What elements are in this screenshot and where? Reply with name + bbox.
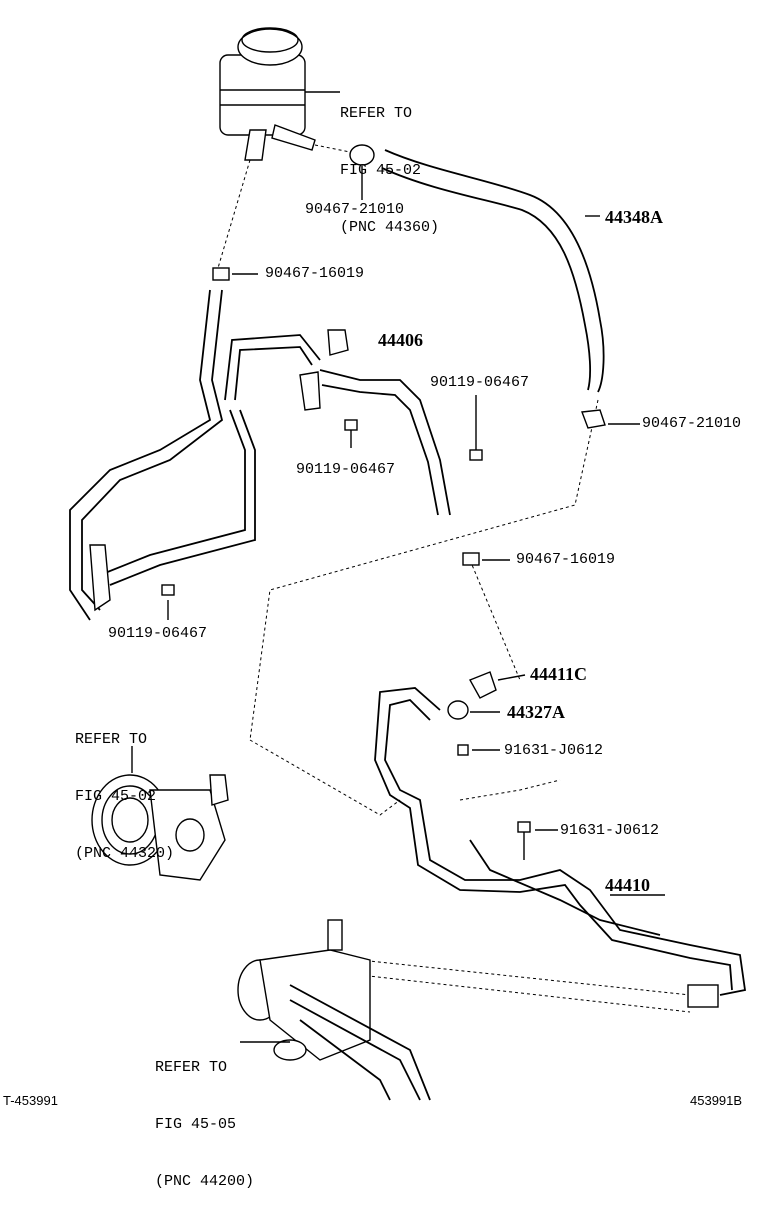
parts-diagram: REFER TO FIG 45-02 (PNC 44360) 90467-210…	[3, 27, 747, 1190]
diagram-drawing	[69, 27, 747, 1101]
clip-upper-left-part	[212, 267, 230, 281]
bolt-upper-right-label: 90119-06467	[430, 374, 530, 391]
pump-ref-label: REFER TO FIG 45-02 (PNC 44320)	[75, 692, 174, 882]
reservoir-part	[219, 27, 340, 161]
return-hose	[384, 149, 605, 393]
pump-part	[91, 774, 229, 881]
pump-ref-line-3: (PNC 44320)	[75, 845, 175, 862]
gear-ref-line-1: REFER TO	[155, 1059, 228, 1076]
gasket-label: 44327A	[507, 702, 565, 722]
bolt-upper-right-part	[469, 395, 483, 461]
clip-upper-left-label: 90467-16019	[265, 265, 365, 282]
hose-return-label: 44348A	[605, 207, 663, 227]
footer-left-code: T-453991	[3, 1093, 58, 1108]
reservoir-ref-line-3: (PNC 44360)	[340, 219, 440, 236]
reservoir-ref-label: REFER TO FIG 45-02 (PNC 44360)	[340, 66, 439, 256]
gear-ref-line-3: (PNC 44200)	[155, 1173, 255, 1190]
tube-assy-label: 44410	[605, 875, 650, 895]
bolt-upper-mid-label: 90119-06467	[296, 461, 396, 478]
tube-assy-line	[384, 699, 747, 996]
bolt-lower-2-label: 91631-J0612	[560, 822, 660, 839]
clamp-right-label: 90467-21010	[642, 415, 742, 432]
bolt-lower-1-label: 91631-J0612	[504, 742, 604, 759]
union-bolt-label: 44411C	[530, 664, 588, 684]
pressure-line-left	[69, 289, 212, 621]
footer-right-code: 453991B	[690, 1093, 743, 1108]
pump-ref-line-2: FIG 45-02	[75, 788, 157, 805]
clip-mid-right-part	[462, 552, 480, 566]
union-bolt-part	[469, 671, 497, 699]
gear-ref-line-2: FIG 45-05	[155, 1116, 237, 1133]
pump-ref-line-1: REFER TO	[75, 731, 148, 748]
bolt-left-label: 90119-06467	[108, 625, 208, 642]
reservoir-ref-line-2: FIG 45-02	[340, 162, 422, 179]
gasket-part	[447, 700, 469, 720]
clip-mid-right-label: 90467-16019	[516, 551, 616, 568]
bolt-left-part	[161, 584, 175, 620]
clamp-top-label: 90467-21010	[305, 201, 405, 218]
bolt-upper-mid-part	[344, 419, 358, 448]
hose-pressure-label: 44406	[378, 330, 423, 350]
gear-ref-label: REFER TO FIG 45-05 (PNC 44200)	[155, 1020, 254, 1210]
clamp-top-part	[349, 144, 375, 200]
reservoir-ref-line-1: REFER TO	[340, 105, 413, 122]
clamp-right-part	[581, 409, 606, 429]
steering-gear-part	[237, 919, 431, 1101]
